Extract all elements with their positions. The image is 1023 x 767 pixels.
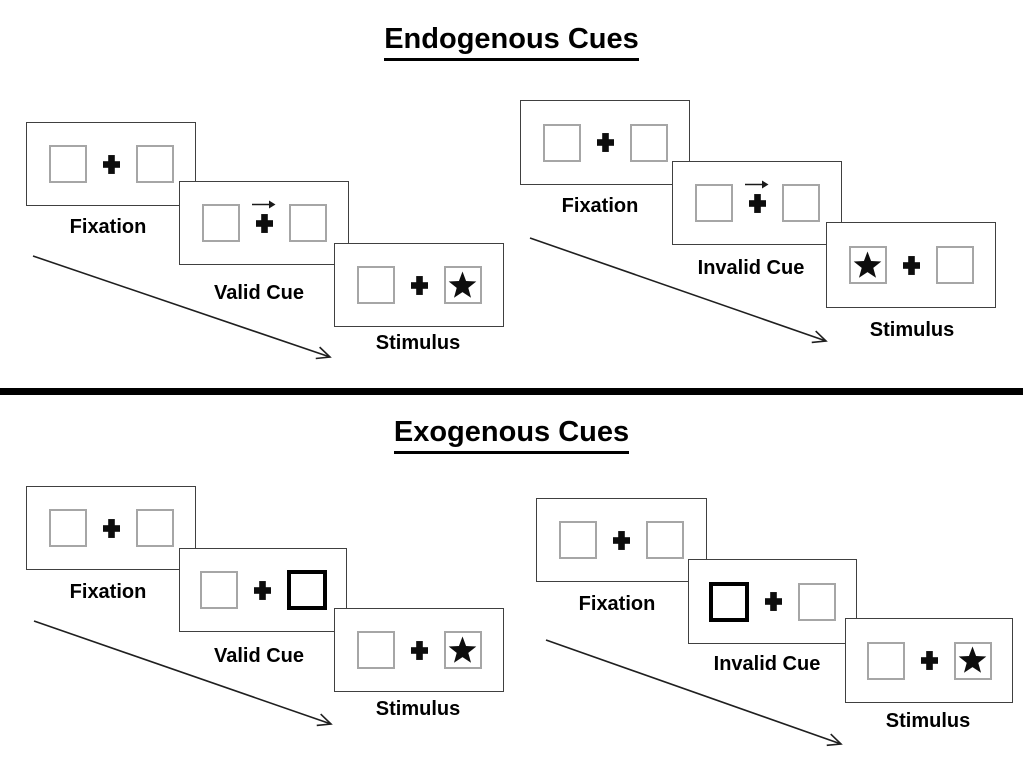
right-target-box [443, 266, 482, 304]
star-stimulus-icon [958, 646, 987, 673]
left-placeholder-box [48, 145, 87, 183]
fixation-cross-icon [410, 275, 428, 295]
valid-cue-panel [179, 181, 349, 265]
arrow-right-cue-icon [745, 180, 769, 189]
panel-label-fixation: Fixation [69, 581, 147, 603]
panel-label-valid-cue: Valid Cue [213, 282, 305, 304]
stimulus-panel [845, 618, 1013, 703]
stimulus-panel [826, 222, 996, 308]
left-highlighted-cue-box [709, 581, 749, 622]
fixation-panel [536, 498, 707, 582]
fixation-cross-icon [410, 640, 428, 660]
right-placeholder-box [781, 184, 820, 222]
panel-label-invalid-cue: Invalid Cue [697, 257, 805, 279]
arrow-right-cue-icon [252, 200, 276, 209]
fixation-cross-icon [253, 580, 271, 600]
right-placeholder-box [646, 521, 684, 559]
panel-label-stimulus: Stimulus [375, 332, 461, 354]
fixation-cross-icon [102, 518, 120, 538]
fixation-cross-icon [596, 133, 614, 152]
invalid-cue-panel [688, 559, 857, 644]
exogenous-section-title: Exogenous Cues [0, 416, 1023, 454]
left-placeholder-box [201, 204, 240, 242]
right-placeholder-box [798, 582, 836, 621]
panel-label-valid-cue: Valid Cue [213, 645, 305, 667]
exogenous-title-text: Exogenous Cues [393, 416, 630, 454]
right-highlighted-cue-box [286, 570, 327, 610]
sequence-arrow-endogenous-valid [32, 255, 332, 360]
left-placeholder-box [866, 641, 905, 680]
right-target-box [443, 631, 482, 669]
left-placeholder-box [559, 521, 597, 559]
right-placeholder-box [629, 123, 668, 162]
endogenous-title-text: Endogenous Cues [384, 23, 639, 61]
fixation-cross-icon [255, 213, 273, 233]
invalid-cue-panel [672, 161, 842, 245]
sequence-arrow-endogenous-invalid [529, 237, 828, 344]
right-target-box [953, 641, 992, 680]
star-stimulus-icon [853, 250, 882, 278]
panel-label-fixation: Fixation [578, 593, 656, 615]
valid-cue-panel [179, 548, 347, 632]
left-placeholder-box [542, 123, 581, 162]
stimulus-panel [334, 243, 504, 327]
fixation-panel [26, 122, 196, 206]
left-placeholder-box [356, 266, 395, 304]
panel-label-invalid-cue: Invalid Cue [713, 653, 821, 675]
fixation-panel [26, 486, 196, 570]
sequence-arrow-exogenous-valid [33, 620, 333, 727]
section-divider-line [0, 388, 1023, 395]
right-placeholder-box [135, 145, 174, 183]
fixation-cross-icon [902, 255, 920, 275]
left-placeholder-box [48, 509, 87, 547]
star-stimulus-icon [448, 635, 477, 663]
left-placeholder-box [694, 184, 733, 222]
fixation-cross-icon [102, 154, 120, 174]
star-stimulus-icon [448, 270, 477, 298]
endogenous-section-title: Endogenous Cues [0, 23, 1023, 61]
fixation-cross-icon [765, 592, 782, 611]
right-placeholder-box [935, 246, 974, 284]
panel-label-stimulus: Stimulus [885, 710, 971, 732]
panel-label-stimulus: Stimulus [375, 698, 461, 720]
panel-label-fixation: Fixation [561, 195, 639, 217]
right-placeholder-box [135, 509, 174, 547]
fixation-cross-icon [748, 193, 766, 213]
right-placeholder-box [288, 204, 327, 242]
stimulus-panel [334, 608, 504, 692]
left-placeholder-box [199, 571, 238, 609]
left-target-box [848, 246, 887, 284]
panel-label-fixation: Fixation [69, 216, 147, 238]
fixation-cross-icon [920, 651, 938, 670]
panel-label-stimulus: Stimulus [869, 319, 955, 341]
left-placeholder-box [356, 631, 395, 669]
fixation-panel [520, 100, 690, 185]
fixation-cross-icon [613, 530, 630, 550]
